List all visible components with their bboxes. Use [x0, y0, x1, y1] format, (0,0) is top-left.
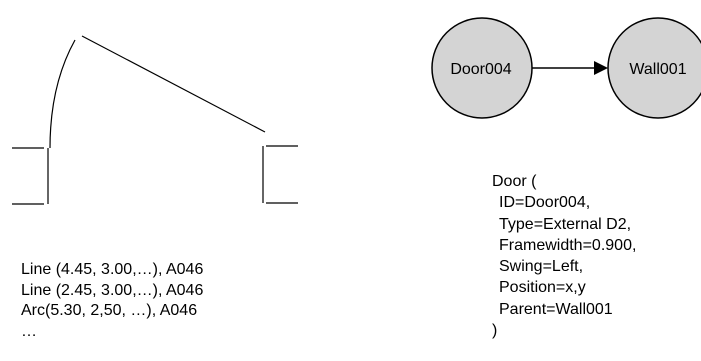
attr-close: ) — [492, 322, 498, 340]
cad-line-2: Line (2.45, 3.00,…), A046 — [21, 281, 204, 299]
arrowhead-icon — [594, 61, 608, 75]
door-node-label: Door004 — [450, 61, 511, 78]
attr-open: Door ( — [492, 173, 537, 190]
attr-position: Position=x,y — [499, 279, 586, 297]
wall-node-label: Wall001 — [629, 61, 686, 78]
cad-arc: Arc(5.30, 2,50, …), A046 — [21, 302, 198, 319]
door-drawing — [12, 35, 298, 205]
attr-parent: Parent=Wall001 — [499, 300, 613, 318]
attr-framewidth: Framewidth=0.900, — [499, 236, 637, 254]
attr-swing: Swing=Left, — [499, 258, 584, 276]
door-leaf-line — [81, 35, 266, 133]
relationship-graph: Door004 Wall001 — [431, 17, 701, 119]
cad-line-1: Line (4.45, 3.00,…), A046 — [21, 261, 204, 278]
cad-ellipsis: … — [21, 322, 37, 340]
cad-entity-list: Line (4.45, 3.00,…), A046 Line (2.45, 3.… — [21, 260, 203, 342]
attr-id: ID=Door004, — [499, 194, 591, 212]
door-attribute-block: Door ( ID=Door004, Type=External D2, Fra… — [492, 171, 636, 341]
attr-type: Type=External D2, — [499, 215, 632, 233]
door-swing-arc — [49, 39, 76, 149]
